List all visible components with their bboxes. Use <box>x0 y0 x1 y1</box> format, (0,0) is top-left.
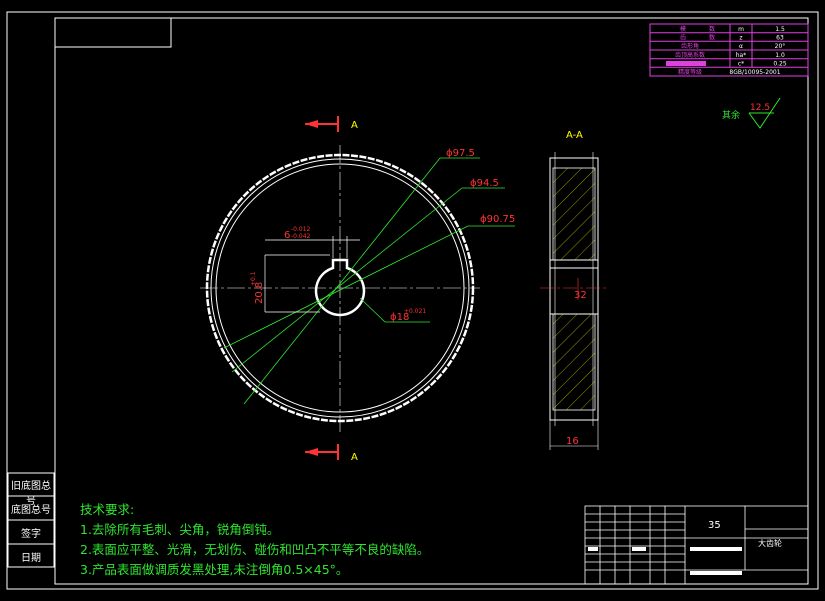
param-value: 0.25 <box>773 61 787 68</box>
dim-bore-tol: +0.021 <box>404 308 426 315</box>
side-label-date: 日期 <box>21 553 41 564</box>
side-label-signature: 签字 <box>21 529 41 540</box>
cut-marker-top: A <box>305 116 358 132</box>
param-value: 20° <box>775 43 786 50</box>
dim-face-width: 16 <box>566 436 579 447</box>
dim-keyway-depth-main: 20.8 <box>254 282 265 304</box>
param-table-filled-cell <box>666 61 706 66</box>
side-label-drawing-number: 底图总号 <box>11 505 51 516</box>
param-label: 齿 <box>680 34 686 42</box>
cut-label-top: A <box>351 120 358 131</box>
param-symbol: c* <box>738 61 744 68</box>
note-item-1: 1.去除所有毛刺、尖角，锐角倒钝。 <box>80 522 280 537</box>
param-value: 1.0 <box>775 52 785 59</box>
param-label: 精度等级 <box>678 68 702 76</box>
roughness-other-label: 其余 <box>722 109 740 121</box>
technical-notes: 技术要求: 1.去除所有毛刺、尖角，锐角倒钝。 2.表面应平整、光滑，无划伤、碰… <box>80 500 429 580</box>
dim-d1: ϕ97.5 <box>446 148 475 159</box>
param-symbol: α <box>739 43 743 50</box>
param-label: 齿顶高系数 <box>675 51 705 59</box>
note-item-3: 3.产品表面做调质发黑处理,未注倒角0.5×45°。 <box>80 562 349 577</box>
param-symbol: ha* <box>736 52 746 59</box>
dim-keyway-depth-tol: +0.1 <box>250 271 257 286</box>
dim-keyway-tol-lower: -0.042 <box>291 233 311 240</box>
param-label: 数 <box>709 34 715 42</box>
roughness-symbol: 其余 12.5 <box>722 97 781 129</box>
title-quantity: 35 <box>708 520 721 531</box>
dim-bore-main: ϕ18 <box>390 312 409 323</box>
param-label: 齿形角 <box>681 42 699 50</box>
roughness-value: 12.5 <box>750 103 770 113</box>
side-label-old-drawing-number: 旧底图总号 <box>11 481 51 507</box>
note-item-2: 2.表面应平整、光滑，无划伤、碰伤和凹凸不平等不良的缺陷。 <box>80 542 430 557</box>
dim-d3: ϕ90.75 <box>480 214 515 225</box>
param-value: 63 <box>776 35 784 42</box>
title-part-name: 大齿轮 <box>758 538 782 548</box>
dim-section-bore: 32 <box>574 290 587 301</box>
dim-d2: ϕ94.5 <box>470 178 499 189</box>
param-symbol: m <box>738 26 744 33</box>
outer-frame <box>6 11 819 590</box>
dim-keyway-width-main: 6 <box>284 230 290 241</box>
section-label: A-A <box>566 130 583 141</box>
param-value: 8GB/10095-2001 <box>729 69 780 76</box>
inner-frame <box>54 17 809 585</box>
param-symbol: z <box>739 35 742 42</box>
param-label: 数 <box>709 25 715 33</box>
param-label: 模 <box>680 25 686 33</box>
notes-title: 技术要求: <box>80 502 135 517</box>
param-value: 1.5 <box>775 26 785 33</box>
gear-front-view: ϕ97.5 ϕ94.5 ϕ90.75 ϕ18 +0.021 6 -0.012 -… <box>200 145 515 432</box>
corner-box <box>54 17 172 48</box>
cut-marker-bottom: A <box>305 444 358 463</box>
title-block <box>584 505 809 585</box>
side-label-boxes <box>7 472 55 568</box>
cut-label-bottom: A <box>351 452 358 463</box>
gear-section-view: A-A 32 16 <box>540 130 608 450</box>
dim-keyway-tol-upper: -0.012 <box>291 226 311 233</box>
